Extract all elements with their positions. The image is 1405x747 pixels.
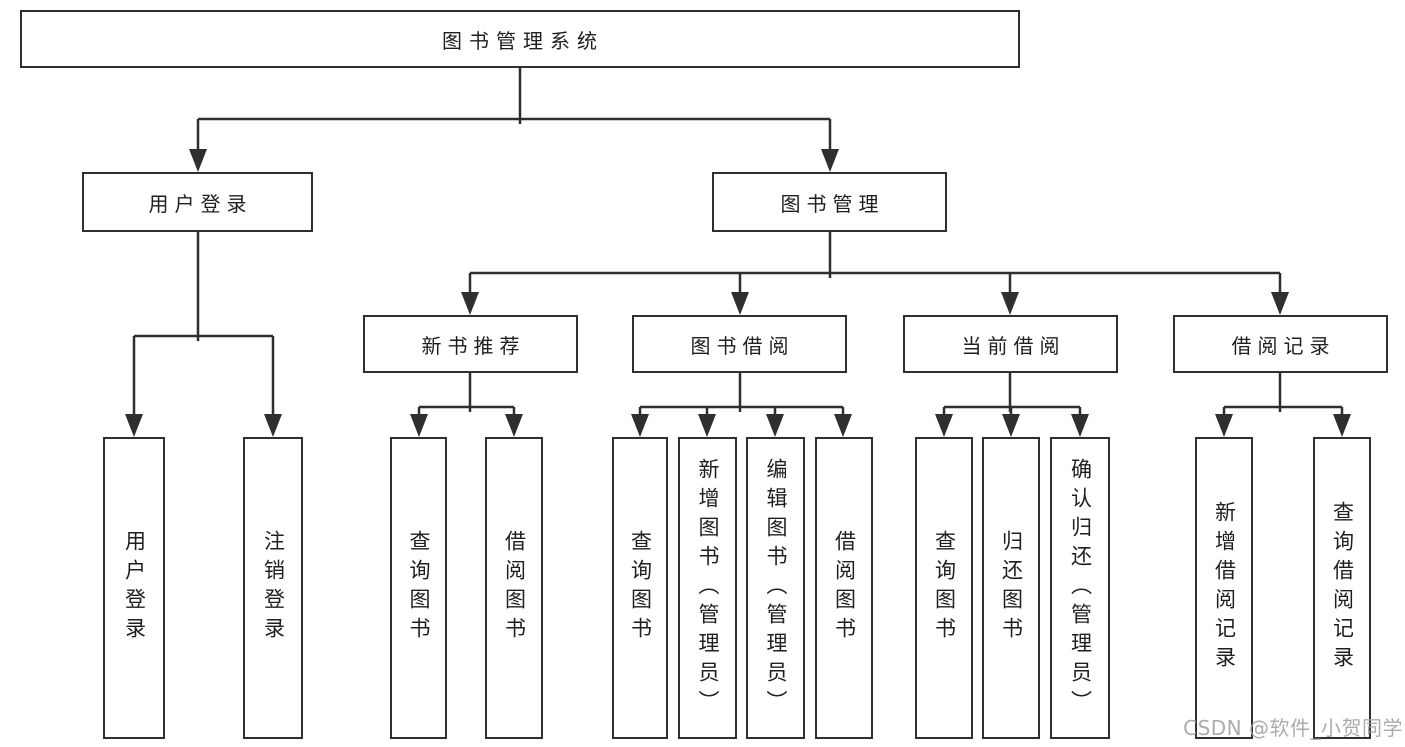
- node-book-management: 图书管理: [712, 172, 947, 232]
- node-book-borrow: 图书借阅: [632, 315, 847, 373]
- node-label: 借阅记录: [1231, 333, 1336, 358]
- leaf-confirm-return-admin: 确认归还（管理员）: [1050, 437, 1110, 739]
- leaf-return-books: 归还图书: [982, 437, 1040, 739]
- leaf-add-borrow-record: 新增借阅记录: [1195, 437, 1253, 739]
- node-label: 查询图书: [628, 530, 653, 646]
- node-label: 图书管理系统: [442, 28, 604, 53]
- node-label: 查询图书: [407, 530, 431, 646]
- node-label: 当前借阅: [961, 333, 1066, 358]
- node-borrow-records: 借阅记录: [1173, 315, 1388, 373]
- node-label: 新增图书（管理员）: [696, 457, 720, 719]
- node-label: 查询图书: [932, 530, 957, 646]
- leaf-edit-books-admin: 编辑图书（管理员）: [746, 437, 805, 739]
- node-label: 图书管理: [780, 191, 885, 216]
- node-library-management-system: 图书管理系统: [20, 10, 1020, 68]
- node-user-login: 用户登录: [82, 172, 313, 232]
- node-label: 查询借阅记录: [1330, 501, 1355, 675]
- csdn-watermark: CSDN @软件_小贺同学: [1183, 716, 1403, 740]
- leaf-add-books-admin: 新增图书（管理员）: [678, 437, 737, 739]
- node-current-borrow: 当前借阅: [903, 315, 1118, 373]
- leaf-borrow-books-recommend: 借阅图书: [485, 437, 543, 739]
- node-label: 注销登录: [261, 530, 286, 646]
- leaf-query-books-current: 查询图书: [915, 437, 973, 739]
- node-label: 用户登录: [122, 530, 147, 646]
- node-new-book-recommend: 新书推荐: [363, 315, 578, 373]
- leaf-borrow-books: 借阅图书: [815, 437, 873, 739]
- node-label: 借阅图书: [502, 530, 527, 646]
- node-label: 新书推荐: [421, 333, 526, 358]
- node-label: 图书借阅: [690, 333, 795, 358]
- leaf-query-books-recommend: 查询图书: [390, 437, 447, 739]
- node-label: 确认归还（管理员）: [1068, 457, 1093, 719]
- leaf-user-login: 用户登录: [103, 437, 165, 739]
- arrowhead-icons: [125, 149, 1351, 437]
- node-label: 新增借阅记录: [1212, 501, 1237, 675]
- leaf-query-borrow-record: 查询借阅记录: [1313, 437, 1371, 739]
- node-label: 借阅图书: [832, 530, 857, 646]
- node-label: 用户登录: [148, 191, 253, 216]
- leaf-query-books-borrow: 查询图书: [612, 437, 668, 739]
- leaf-logout: 注销登录: [243, 437, 303, 739]
- node-label: 归还图书: [999, 530, 1024, 646]
- node-label: 编辑图书（管理员）: [764, 457, 788, 719]
